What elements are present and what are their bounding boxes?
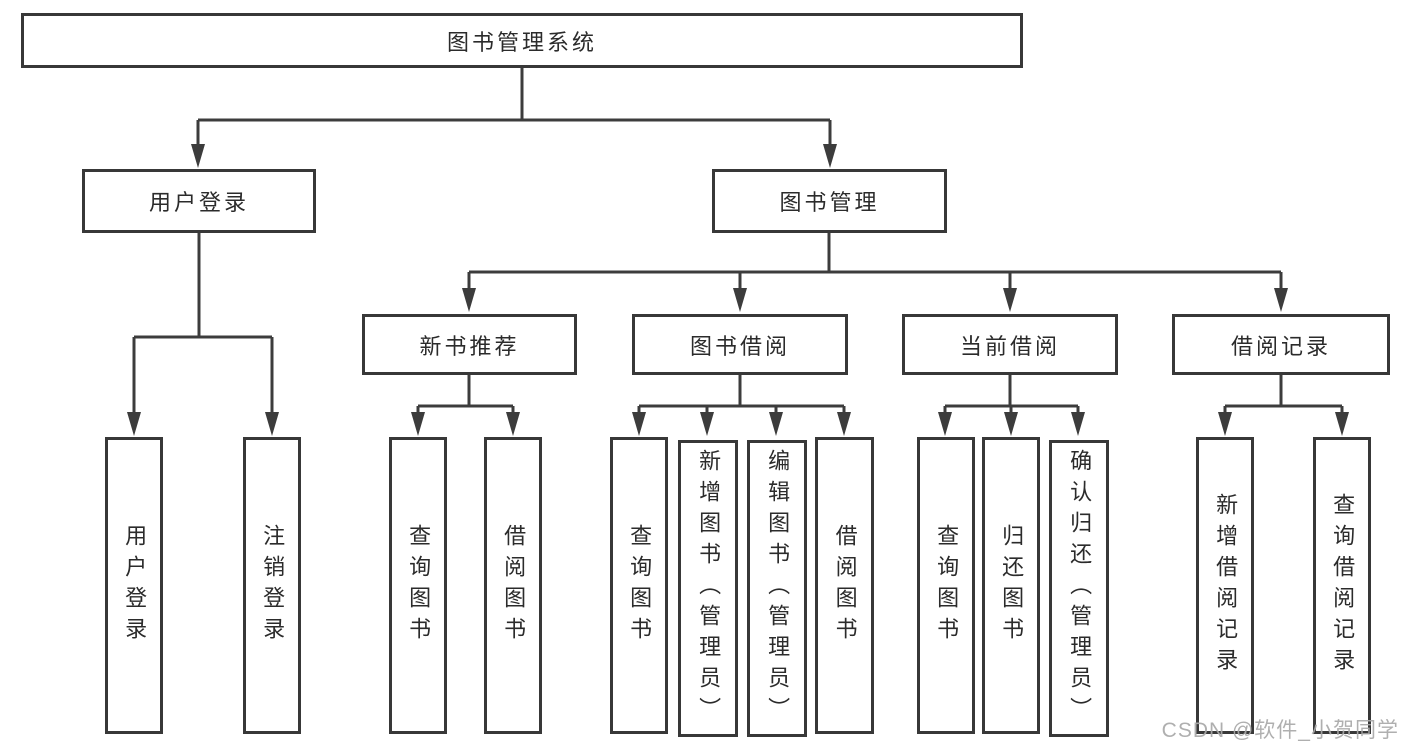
node-user-login: 用户登录 xyxy=(82,169,316,233)
node-leaf-confirm-return-admin: 确认归还（管理员） xyxy=(1049,440,1109,737)
node-leaf-add-borrow-record: 新增借阅记录 xyxy=(1196,437,1254,734)
node-label: 借阅记录 xyxy=(1230,333,1331,359)
node-label: 归还图书 xyxy=(999,523,1025,648)
node-leaf-query-book: 查询图书 xyxy=(389,437,447,734)
node-new-book-recommend: 新书推荐 xyxy=(362,314,577,375)
node-leaf-add-book-admin: 新增图书（管理员） xyxy=(678,440,738,737)
node-leaf-user-login: 用户登录 xyxy=(105,437,163,734)
node-current-borrow: 当前借阅 xyxy=(902,314,1118,375)
node-label: 借阅图书 xyxy=(832,523,858,648)
node-library-management-system: 图书管理系统 xyxy=(21,13,1023,68)
node-label: 新增借阅记录 xyxy=(1213,492,1239,679)
node-label: 查询图书 xyxy=(627,523,653,648)
node-leaf-return-book: 归还图书 xyxy=(982,437,1040,734)
node-leaf-borrow-book: 借阅图书 xyxy=(484,437,542,734)
node-label: 注销登录 xyxy=(260,523,286,648)
node-label: 查询图书 xyxy=(406,523,432,648)
node-label: 新书推荐 xyxy=(419,333,520,359)
node-book-borrow: 图书借阅 xyxy=(632,314,848,375)
node-label: 图书管理 xyxy=(779,190,880,215)
node-label: 用户登录 xyxy=(148,190,249,215)
node-label: 借阅图书 xyxy=(501,523,527,648)
node-leaf-borrow-book: 借阅图书 xyxy=(815,437,874,734)
node-label: 新增图书（管理员） xyxy=(696,449,722,728)
node-label: 图书借阅 xyxy=(689,333,790,359)
node-borrow-records: 借阅记录 xyxy=(1172,314,1390,375)
node-label: 查询借阅记录 xyxy=(1330,492,1356,679)
node-book-management: 图书管理 xyxy=(712,169,947,233)
node-label: 确认归还（管理员） xyxy=(1067,449,1093,728)
node-label: 编辑图书（管理员） xyxy=(765,449,791,728)
node-leaf-edit-book-admin: 编辑图书（管理员） xyxy=(747,440,807,737)
node-leaf-query-book: 查询图书 xyxy=(917,437,975,734)
node-label: 图书管理系统 xyxy=(446,29,597,55)
node-label: 查询图书 xyxy=(934,523,960,648)
node-leaf-logout: 注销登录 xyxy=(243,437,301,734)
csdn-watermark: CSDN @软件_小贺同学 xyxy=(1161,719,1399,742)
node-leaf-query-book: 查询图书 xyxy=(610,437,668,734)
node-label: 当前借阅 xyxy=(959,333,1060,359)
node-label: 用户登录 xyxy=(122,523,148,648)
node-leaf-query-borrow-record: 查询借阅记录 xyxy=(1313,437,1371,734)
